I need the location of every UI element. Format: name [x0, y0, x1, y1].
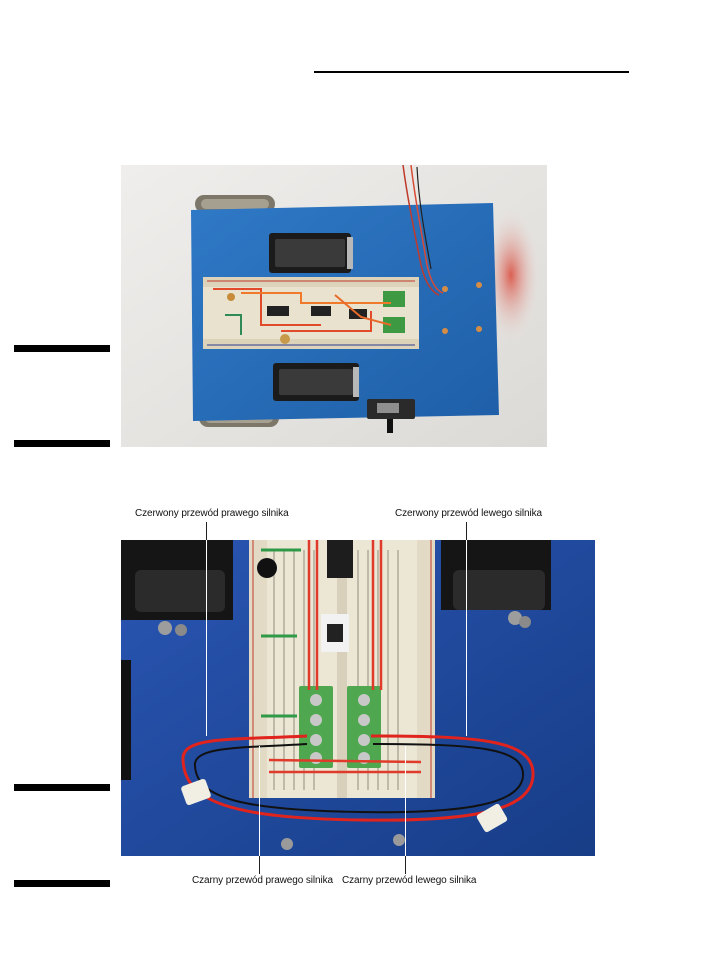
- callout-black-left-motor-wire: Czarny przewód lewego silnika: [342, 875, 477, 886]
- leader-line-red-left-inner: [466, 540, 467, 736]
- leader-line-black-left-inner: [405, 746, 406, 856]
- leader-line-red-left: [466, 522, 467, 542]
- margin-bar: [14, 440, 110, 447]
- robot-top-photo: [121, 165, 547, 447]
- breadboard-closeup-illustration: [121, 540, 595, 856]
- robot-top-illustration: [121, 165, 547, 447]
- callout-black-right-motor-wire: Czarny przewód prawego silnika: [192, 875, 333, 886]
- leader-line-black-left: [405, 856, 406, 874]
- margin-bar: [14, 880, 110, 887]
- header-rule: [314, 71, 629, 73]
- callout-red-right-motor-wire: Czerwony przewód prawego silnika: [135, 508, 289, 519]
- leader-line-black-right: [259, 856, 260, 874]
- callout-red-left-motor-wire: Czerwony przewód lewego silnika: [395, 508, 542, 519]
- margin-bar: [14, 784, 110, 791]
- leader-line-red-right-inner: [206, 540, 207, 736]
- margin-bar: [14, 345, 110, 352]
- leader-line-red-right: [206, 522, 207, 542]
- breadboard-closeup-photo: [121, 540, 595, 856]
- leader-line-black-right-inner: [259, 746, 260, 856]
